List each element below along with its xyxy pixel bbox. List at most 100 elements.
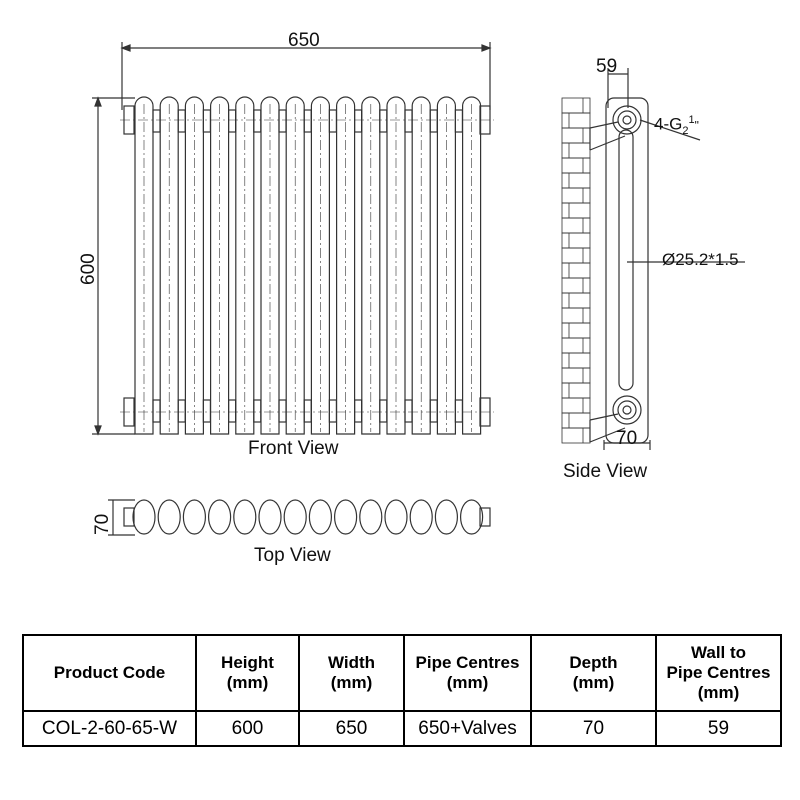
side-depth-top-label: 59 xyxy=(596,56,618,77)
radiator-column xyxy=(386,96,406,435)
column-connector xyxy=(354,109,363,133)
brick xyxy=(561,202,591,219)
technical-drawing xyxy=(92,42,745,536)
valve-icon xyxy=(479,507,491,527)
top-column xyxy=(233,499,257,535)
brick xyxy=(561,112,591,129)
radiator-column xyxy=(134,96,154,435)
top-column xyxy=(434,499,458,535)
header-product-code: Product Code xyxy=(22,634,197,712)
column-connector xyxy=(253,109,262,133)
valve-icon xyxy=(123,507,135,527)
header-pipe-centres: Pipe Centres(mm) xyxy=(403,634,532,712)
top-column xyxy=(258,499,282,535)
column-connector xyxy=(177,399,186,423)
tube-label: Ø25.2*1.5 xyxy=(662,250,739,269)
top-column xyxy=(384,499,408,535)
header-height: Height(mm) xyxy=(195,634,300,712)
side-depth-bottom-label: 70 xyxy=(616,428,638,449)
side-view-drawing xyxy=(561,68,745,450)
brick xyxy=(561,232,591,249)
brick xyxy=(561,247,591,264)
top-column xyxy=(283,499,307,535)
brick xyxy=(561,187,591,204)
brick xyxy=(561,307,591,324)
column-connector xyxy=(253,399,262,423)
brick xyxy=(561,262,591,279)
radiator-column xyxy=(436,96,456,435)
column-connector xyxy=(454,399,463,423)
thread-label: 4-G21" xyxy=(654,114,699,137)
brick xyxy=(561,277,591,294)
column-connector xyxy=(328,399,337,423)
brick xyxy=(561,352,591,369)
column-connector xyxy=(303,109,312,133)
width-dimension-line xyxy=(120,42,492,110)
cell-pipe-centres: 650+Valves xyxy=(403,710,532,747)
column-connector xyxy=(278,109,287,133)
spec-table: Product Code Height(mm) Width(mm) Pipe C… xyxy=(22,634,782,747)
brick xyxy=(561,367,591,384)
top-column xyxy=(182,499,206,535)
column-connector xyxy=(202,399,211,423)
thread-inch: " xyxy=(694,118,699,133)
column-connector xyxy=(278,399,287,423)
cell-depth: 70 xyxy=(530,710,657,747)
column-connector xyxy=(379,399,388,423)
column-connector xyxy=(429,109,438,133)
column-connector xyxy=(328,109,337,133)
top-column xyxy=(334,499,358,535)
width-label: 650 xyxy=(288,30,320,51)
radiator-column xyxy=(411,96,431,435)
top-column xyxy=(460,499,484,535)
top-column xyxy=(308,499,332,535)
cell-product-code: COL-2-60-65-W xyxy=(22,710,197,747)
radiator-column xyxy=(260,96,280,435)
brick xyxy=(561,397,591,414)
brick xyxy=(561,427,591,444)
cell-wall-to-pipe: 59 xyxy=(655,710,782,747)
column-connector xyxy=(404,109,413,133)
side-view-label: Side View xyxy=(563,461,648,482)
column-connector xyxy=(429,399,438,423)
table-header-row: Product Code Height(mm) Width(mm) Pipe C… xyxy=(22,634,782,712)
radiator-column xyxy=(159,96,179,435)
radiator-column xyxy=(336,96,356,435)
brick xyxy=(561,217,591,234)
top-view-drawing xyxy=(123,499,491,535)
top-column xyxy=(132,499,156,535)
top-column xyxy=(157,499,181,535)
column-connector xyxy=(303,399,312,423)
radiator-column xyxy=(184,96,204,435)
cell-height: 600 xyxy=(195,710,300,747)
column-connector xyxy=(152,109,161,133)
thread-text: 4-G xyxy=(654,114,683,134)
front-view-drawing xyxy=(120,96,494,435)
column-connector xyxy=(454,109,463,133)
brick xyxy=(561,322,591,339)
top-column xyxy=(409,499,433,535)
column-connector xyxy=(228,399,237,423)
radiator-column xyxy=(462,96,482,435)
top-view-label: Top View xyxy=(254,545,331,566)
brick xyxy=(561,412,591,429)
brick xyxy=(561,172,591,189)
brick xyxy=(561,337,591,354)
radiator-column xyxy=(210,96,230,435)
radiator-column xyxy=(361,96,381,435)
radiator-column xyxy=(235,96,255,435)
header-depth: Depth(mm) xyxy=(530,634,657,712)
front-view-label: Front View xyxy=(248,438,339,459)
column-connector xyxy=(404,399,413,423)
brick xyxy=(561,382,591,399)
column-connector xyxy=(354,399,363,423)
top-column xyxy=(208,499,232,535)
brick xyxy=(561,142,591,159)
height-label: 600 xyxy=(78,253,99,285)
cell-width: 650 xyxy=(298,710,405,747)
wall-bricks xyxy=(561,97,591,444)
height-dimension-line xyxy=(92,96,135,436)
top-depth-label: 70 xyxy=(92,513,113,535)
thread-num: 1 xyxy=(688,114,695,126)
